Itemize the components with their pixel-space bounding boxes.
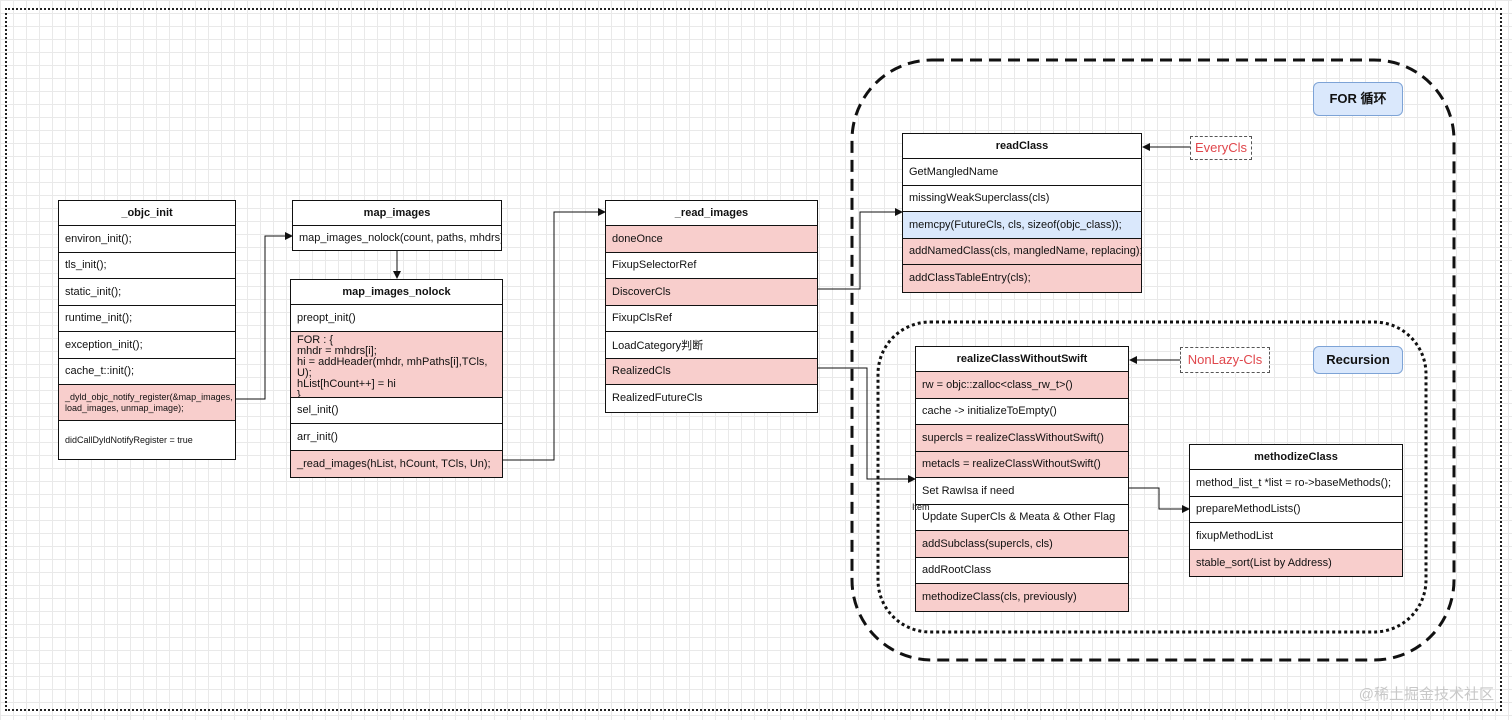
realize-row: addRootClass bbox=[916, 558, 1128, 584]
readclass-row: missingWeakSuperclass(cls) bbox=[903, 186, 1141, 212]
item-label: Item bbox=[912, 502, 930, 512]
readclass-title: readClass bbox=[903, 134, 1141, 159]
realize-row: metacls = realizeClassWithoutSwift() bbox=[916, 451, 1128, 478]
recursion-region bbox=[876, 320, 1428, 634]
objc-init-row: environ_init(); bbox=[59, 226, 235, 253]
realize-row: Set RawIsa if need bbox=[916, 478, 1128, 505]
methodize-class-title: methodizeClass bbox=[1190, 445, 1402, 470]
readclass-row: addClassTableEntry(cls); bbox=[903, 265, 1141, 292]
for-loop-tag: FOR 循环 bbox=[1313, 82, 1403, 116]
methodize-class-box: methodizeClass method_list_t *list = ro-… bbox=[1189, 444, 1403, 577]
read-images-row: RealizedFutureCls bbox=[612, 392, 703, 405]
objc-init-row: static_init(); bbox=[59, 279, 235, 306]
edge-nolock-to-read-images bbox=[503, 208, 606, 461]
read-images-box: _read_images doneOnce FixupSelectorRef D… bbox=[605, 200, 818, 413]
methodize-row: stable_sort(List by Address) bbox=[1190, 549, 1402, 576]
nolock-row: arr_init() bbox=[291, 424, 502, 451]
nonlazy-cls-note: NonLazy-Cls bbox=[1180, 347, 1270, 373]
map-images-row: map_images_nolock(count, paths, mhdrs) bbox=[299, 232, 501, 244]
realize-class-title: realizeClassWithoutSwift bbox=[916, 347, 1128, 372]
objc-init-row: exception_init(); bbox=[59, 332, 235, 359]
map-images-nolock-title: map_images_nolock bbox=[291, 280, 502, 305]
realize-row: rw = objc::zalloc<class_rw_t>() bbox=[916, 372, 1128, 399]
read-images-row: FixupSelectorRef bbox=[606, 253, 817, 279]
objc-init-title: _objc_init bbox=[59, 201, 235, 226]
edge-objc-init-to-map-images bbox=[236, 232, 293, 400]
readclass-box: readClass GetMangledName missingWeakSupe… bbox=[902, 133, 1142, 293]
realize-class-box: realizeClassWithoutSwift rw = objc::zall… bbox=[915, 346, 1129, 612]
nolock-row-read-images: _read_images(hList, hCount, TCls, Un); bbox=[291, 450, 502, 477]
nolock-row: sel_init() bbox=[291, 398, 502, 424]
everycls-note: EveryCls bbox=[1190, 136, 1252, 160]
read-images-row-realized: RealizedCls bbox=[606, 358, 817, 385]
watermark: @稀土掘金技术社区 bbox=[1358, 686, 1494, 703]
read-images-title: _read_images bbox=[606, 201, 817, 226]
realize-row: supercls = realizeClassWithoutSwift() bbox=[916, 425, 1128, 452]
realize-row: cache -> initializeToEmpty() bbox=[916, 399, 1128, 425]
objc-init-box: _objc_init environ_init(); tls_init(); s… bbox=[58, 200, 236, 460]
read-images-row: doneOnce bbox=[606, 226, 817, 253]
edge-realize-to-methodize bbox=[1128, 487, 1190, 513]
edge-realized-to-realize bbox=[818, 367, 916, 483]
nolock-row: preopt_init() bbox=[291, 305, 502, 332]
objc-init-row: runtime_init(); bbox=[59, 306, 235, 332]
map-images-box: map_images map_images_nolock(count, path… bbox=[292, 200, 502, 251]
read-images-row: LoadCategory判断 bbox=[606, 332, 817, 359]
canvas-frame bbox=[5, 8, 1502, 711]
objc-init-row: tls_init(); bbox=[59, 253, 235, 279]
readclass-row: addNamedClass(cls, mangledName, replacin… bbox=[903, 238, 1141, 265]
realize-row-methodize: methodizeClass(cls, previously) bbox=[916, 584, 1128, 611]
realize-row: addSubclass(supercls, cls) bbox=[916, 531, 1128, 558]
realize-row: Update SuperCls & Meata & Other Flag bbox=[916, 505, 1128, 531]
for-loop-region bbox=[850, 58, 1456, 662]
read-images-row: FixupClsRef bbox=[606, 306, 817, 332]
objc-init-row: didCallDyldNotifyRegister = true bbox=[65, 435, 193, 445]
map-images-nolock-box: map_images_nolock preopt_init() FOR : { … bbox=[290, 279, 503, 478]
objc-init-row-dyld-register: _dyld_objc_notify_register(&map_images, … bbox=[59, 385, 235, 421]
objc-init-row: cache_t::init(); bbox=[59, 359, 235, 385]
methodize-row: fixupMethodList bbox=[1190, 523, 1402, 550]
recursion-tag: Recursion bbox=[1313, 346, 1403, 374]
readclass-row-memcpy: memcpy(FutureCls, cls, sizeof(objc_class… bbox=[903, 212, 1141, 239]
readclass-row: GetMangledName bbox=[903, 159, 1141, 186]
methodize-row: prepareMethodLists() bbox=[1190, 497, 1402, 523]
nolock-row-for-loop: FOR : { mhdr = mhdrs[i]; hi = addHeader(… bbox=[291, 331, 502, 398]
edge-discover-to-readclass bbox=[818, 208, 903, 290]
read-images-row-discover: DiscoverCls bbox=[606, 279, 817, 306]
map-images-title: map_images bbox=[293, 201, 501, 226]
methodize-row: method_list_t *list = ro->baseMethods(); bbox=[1190, 470, 1402, 497]
